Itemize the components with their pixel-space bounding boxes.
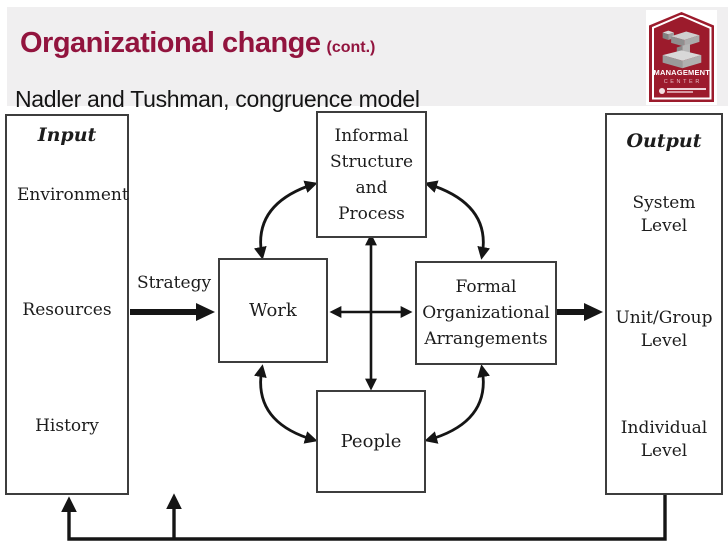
work-label: Work xyxy=(249,300,297,321)
input-box: Input Environment Resources History xyxy=(5,114,129,495)
people-label: People xyxy=(340,431,402,452)
logo-badge-core: MANAGEMENT CENTER xyxy=(653,16,711,98)
management-center-logo: MANAGEMENT CENTER xyxy=(646,10,717,105)
feedback-loop-arrow xyxy=(61,495,667,541)
logo-seal-icon xyxy=(658,87,665,94)
input-item-environment: Environment xyxy=(17,185,129,205)
slide-subtitle: Nadler and Tushman, congruence model xyxy=(15,86,420,112)
formal-arrangements-box: Formal Organizational Arrangements xyxy=(415,261,557,365)
work-people-arrow xyxy=(254,364,318,444)
output-item-individual: Individual Level xyxy=(620,418,708,461)
formal-people-arrow xyxy=(424,364,490,444)
diagram-arrows xyxy=(61,180,667,541)
work-informal-arrow xyxy=(253,180,318,260)
output-heading: Output xyxy=(626,130,702,152)
work-box: Work xyxy=(218,258,328,363)
logo-management-label: MANAGEMENT xyxy=(653,67,711,77)
slide-title: Organizational change xyxy=(20,27,321,59)
slide-header: Organizational change (cont.) Nadler and … xyxy=(7,7,728,112)
input-item-history: History xyxy=(35,416,99,436)
strategy-label: Strategy xyxy=(136,273,212,293)
informal-structure-box: Informal Structure and Process xyxy=(316,111,427,238)
people-box: People xyxy=(316,390,426,493)
congruence-diagram: Input Environment Resources History Stra… xyxy=(0,106,728,546)
logo-badge-ring: MANAGEMENT CENTER xyxy=(651,14,712,100)
page-title: Organizational change (cont.) xyxy=(20,27,375,60)
strategy-arrow xyxy=(130,303,215,321)
logo-badge: MANAGEMENT CENTER xyxy=(649,12,714,102)
output-item-system: System Level xyxy=(632,193,696,236)
logo-center-label: CENTER xyxy=(663,78,702,85)
formal-informal-arrow xyxy=(424,180,491,260)
output-box: Output System Level Unit/Group Level Ind… xyxy=(605,113,723,495)
slide-title-suffix: (cont.) xyxy=(326,39,376,56)
logo-fineprint xyxy=(658,87,706,95)
logo-blocks-icon xyxy=(662,30,701,68)
output-item-unit-group: Unit/Group Level xyxy=(615,308,713,351)
input-item-resources: Resources xyxy=(22,300,112,320)
formal-to-output-arrow xyxy=(557,303,603,321)
input-heading: Input xyxy=(37,124,97,146)
